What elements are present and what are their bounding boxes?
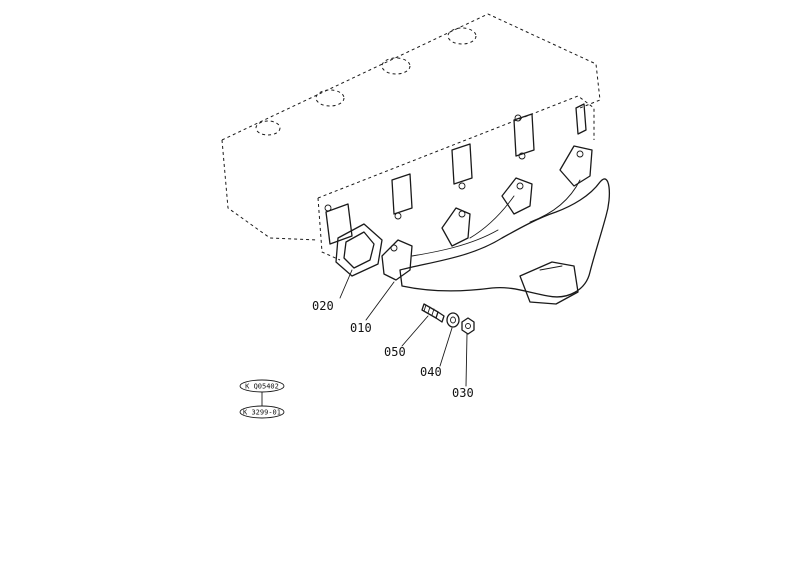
reference-bottom: K 3299-01 xyxy=(243,409,281,417)
head-exhaust-port-1 xyxy=(324,203,353,245)
callout-010: 010 xyxy=(350,321,372,335)
reference-oval-bottom xyxy=(239,405,285,419)
callout-030: 030 xyxy=(452,386,474,400)
head-exhaust-port-3 xyxy=(451,143,473,190)
gasket-020 xyxy=(335,223,383,277)
callout-050: 050 xyxy=(384,345,406,359)
reference-tags: K Q05402 K 3299-01 xyxy=(239,379,285,419)
reference-top: K Q05402 xyxy=(245,383,279,391)
nut-030 xyxy=(461,317,475,335)
exhaust-manifold-010 xyxy=(381,145,611,305)
head-exhaust-port-2 xyxy=(391,173,413,220)
head-exhaust-port-4 xyxy=(513,113,535,160)
stud-bolt-050 xyxy=(421,303,445,323)
callout-020: 020 xyxy=(312,299,334,313)
callout-040: 040 xyxy=(420,365,442,379)
leader-lines xyxy=(339,269,468,387)
cylinder-head xyxy=(221,13,601,261)
washer-040 xyxy=(446,312,460,328)
